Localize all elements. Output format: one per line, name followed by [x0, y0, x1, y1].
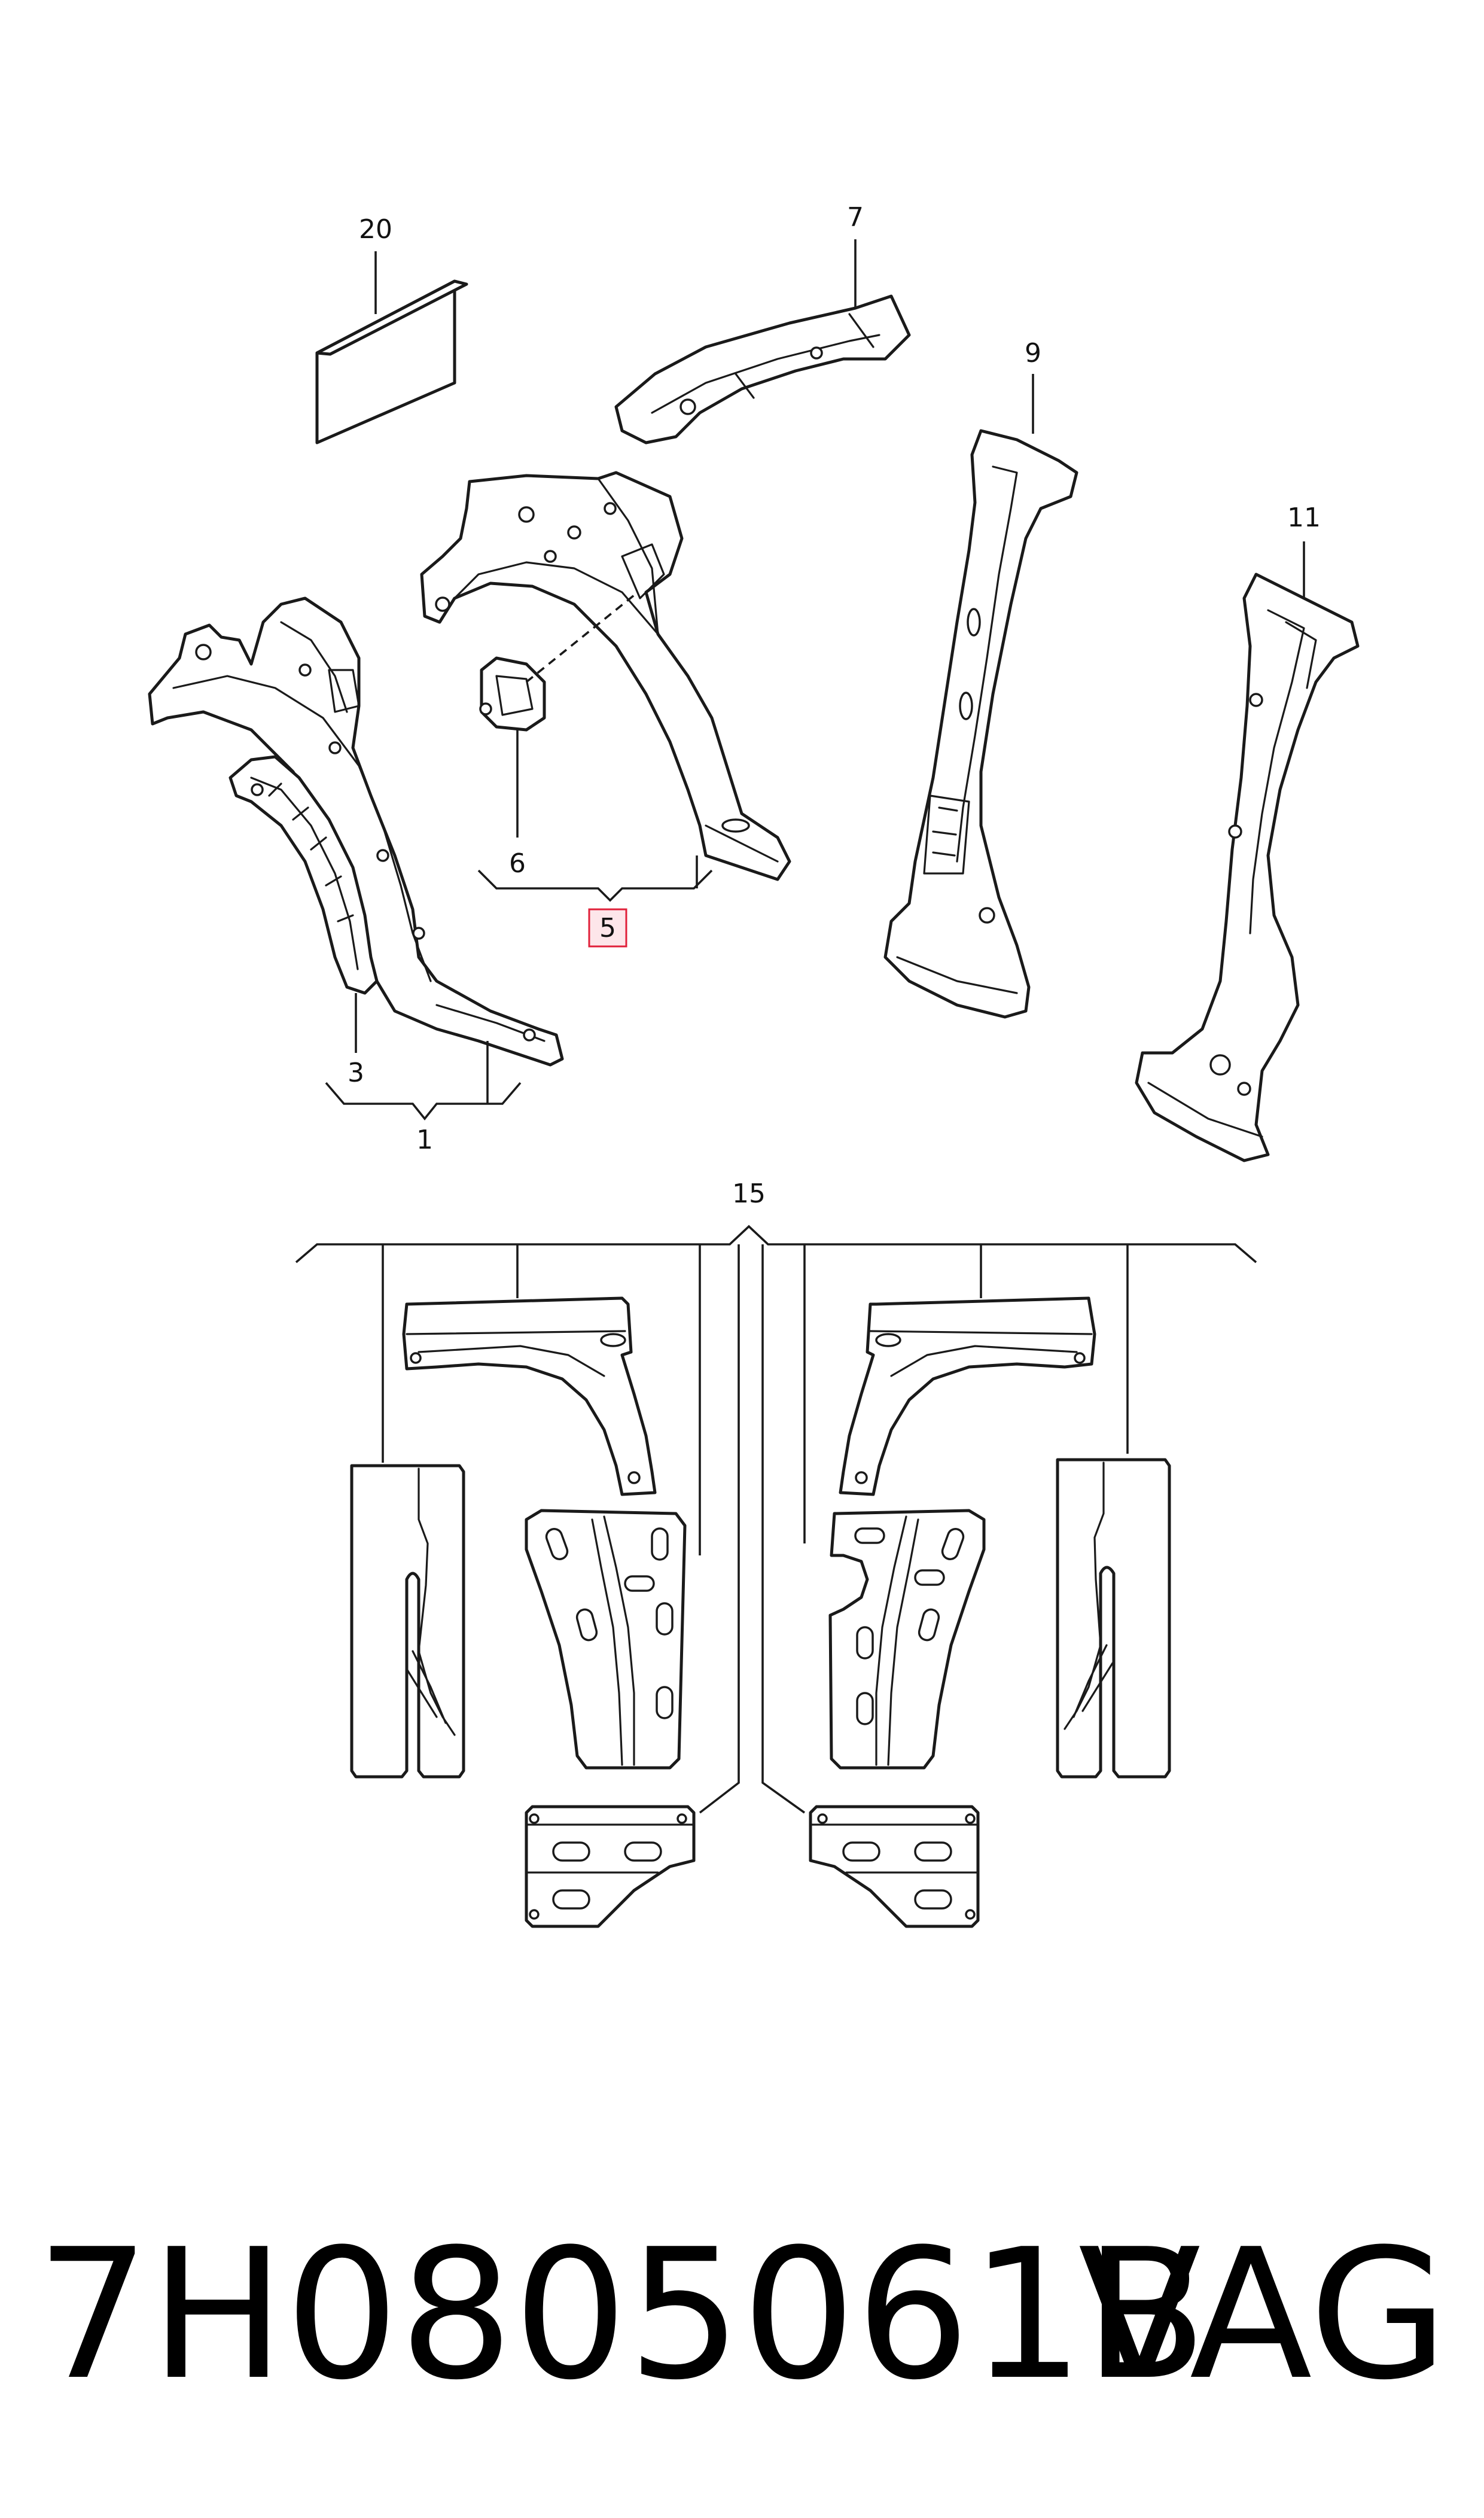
- brand-label: VAG: [1078, 2211, 1448, 2419]
- part-20-pad[interactable]: [315, 251, 468, 444]
- part-9-pillar[interactable]: [883, 374, 1078, 1019]
- callout-5[interactable]: 5: [599, 913, 616, 943]
- callout-9[interactable]: 9: [1025, 338, 1041, 369]
- repair-bracket-right[interactable]: [809, 1805, 980, 1928]
- part-5-wheelhouse[interactable]: [420, 471, 791, 881]
- part-11-pillar[interactable]: [1135, 541, 1360, 1162]
- repair-panel-arch-left[interactable]: [402, 1296, 657, 1496]
- callout-7[interactable]: 7: [847, 202, 864, 233]
- repair-bracket-left[interactable]: [525, 1805, 696, 1928]
- part-6-bracket[interactable]: [479, 594, 635, 838]
- part-7-bracket[interactable]: [614, 239, 911, 444]
- callout-6[interactable]: 6: [509, 848, 526, 879]
- repair-strip-left[interactable]: [350, 1464, 465, 1779]
- part-3-reinforcement[interactable]: [228, 755, 379, 1053]
- repair-strip-right[interactable]: [1056, 1458, 1171, 1779]
- callout-11[interactable]: 11: [1287, 503, 1321, 533]
- bracket-5: [477, 855, 713, 902]
- callout-20[interactable]: 20: [359, 214, 392, 245]
- repair-panel-arch-right[interactable]: [839, 1296, 1096, 1496]
- callout-1[interactable]: 1: [416, 1125, 433, 1155]
- repair-plate-curved-left[interactable]: [525, 1509, 687, 1770]
- bracket-1: [325, 1041, 522, 1121]
- callout-3[interactable]: 3: [348, 1058, 364, 1088]
- callout-5-highlight: [588, 908, 627, 948]
- repair-plate-curved-right[interactable]: [828, 1509, 986, 1770]
- callout-15[interactable]: 15: [732, 1179, 766, 1209]
- bracket-15: [295, 1225, 1257, 1814]
- part-number-label: 7H0805061B: [36, 2211, 1208, 2419]
